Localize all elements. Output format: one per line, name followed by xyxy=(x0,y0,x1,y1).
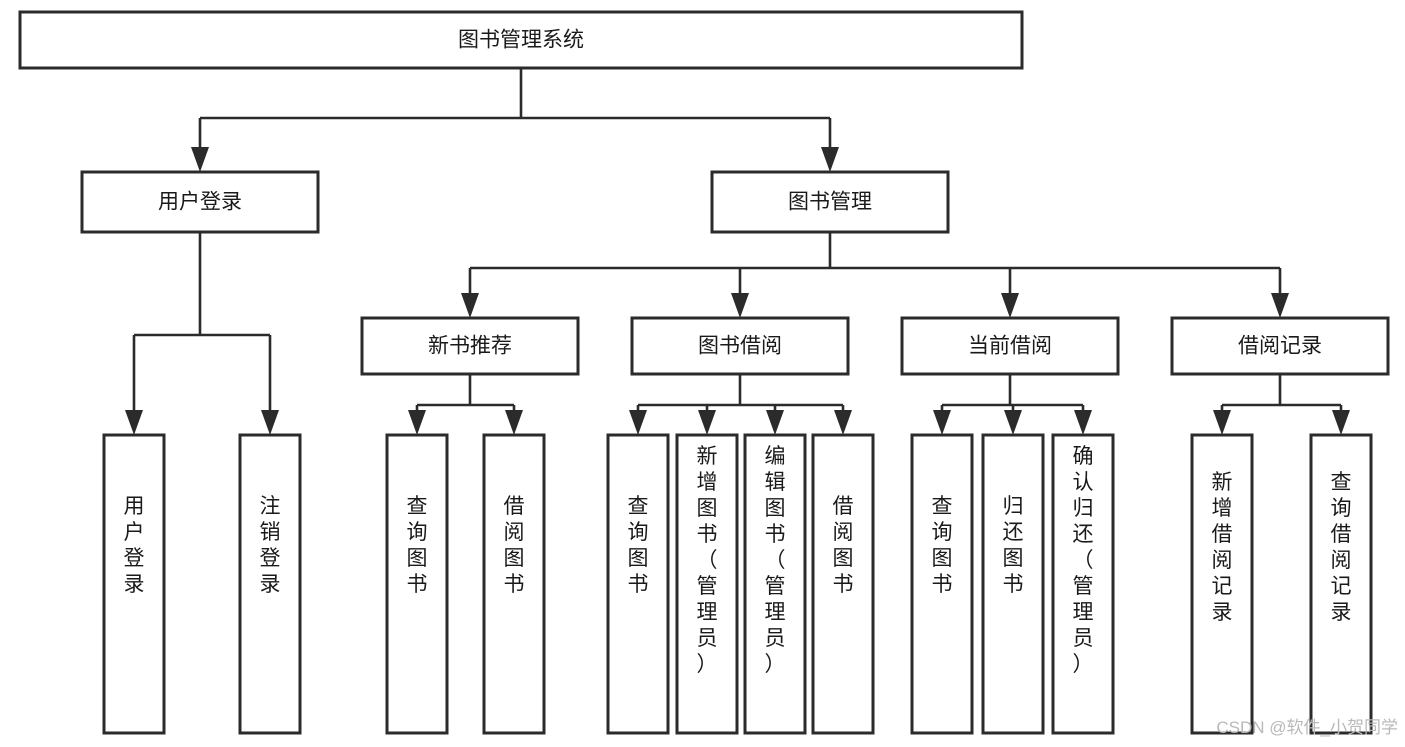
arrow-head-icon xyxy=(505,410,523,435)
arrow-head-icon xyxy=(1001,293,1019,318)
node-leaf-rec-add-box[interactable] xyxy=(1190,433,1254,735)
node-book-borrow-label: 图书借阅 xyxy=(698,335,782,358)
node-leaf-borrow-add-box[interactable] xyxy=(675,433,739,735)
node-book-manage-box[interactable] xyxy=(710,170,950,234)
arrow-head-icon xyxy=(731,293,749,318)
arrow-head-icon xyxy=(261,410,279,435)
node-leaf-borrow-do[interactable]: 借阅图书 xyxy=(811,433,875,735)
arrow-head-icon xyxy=(191,147,209,172)
connector-new-book-rec-to-leaves xyxy=(408,374,523,435)
node-leaf-borrow-query-box[interactable] xyxy=(606,433,670,735)
node-leaf-user-login-label: 用户登录 xyxy=(124,495,145,596)
node-user-login-box[interactable] xyxy=(80,170,320,234)
node-leaf-rec-borrow[interactable]: 借阅图书 xyxy=(482,433,546,735)
node-leaf-borrow-edit-label: 编辑图书（管理员） xyxy=(765,445,786,676)
node-book-manage-label: 图书管理 xyxy=(788,191,872,214)
node-leaf-borrow-add-label: 新增图书（管理员） xyxy=(697,445,718,676)
node-new-book-rec-box[interactable] xyxy=(360,316,580,376)
node-leaf-cur-confirm[interactable]: 确认归还（管理员） xyxy=(1051,433,1115,735)
node-new-book-rec-label: 新书推荐 xyxy=(428,335,512,358)
node-leaf-rec-add[interactable]: 新增借阅记录 xyxy=(1190,433,1254,735)
arrow-head-icon xyxy=(1004,410,1022,435)
node-user-login-label: 用户登录 xyxy=(158,191,242,214)
node-root-box[interactable] xyxy=(18,10,1024,70)
arrow-head-icon xyxy=(834,410,852,435)
node-new-book-rec[interactable]: 新书推荐 xyxy=(360,316,580,376)
node-leaf-rec-search-box[interactable] xyxy=(1309,433,1373,735)
node-root[interactable]: 图书管理系统 xyxy=(18,10,1024,70)
node-leaf-rec-query-label: 查询图书 xyxy=(407,495,428,596)
arrow-head-icon xyxy=(1271,293,1289,318)
connector-user-login-to-leaves xyxy=(125,232,279,435)
node-leaf-cur-query-label: 查询图书 xyxy=(932,495,953,596)
node-leaf-rec-add-label: 新增借阅记录 xyxy=(1212,471,1233,624)
node-leaf-borrow-edit-box[interactable] xyxy=(743,433,807,735)
node-leaf-cur-confirm-label: 确认归还（管理员） xyxy=(1073,445,1094,676)
node-leaf-logout-label: 注销登录 xyxy=(260,495,281,596)
node-current-borrow-label: 当前借阅 xyxy=(968,335,1052,358)
arrow-head-icon xyxy=(408,410,426,435)
connector-layer xyxy=(125,68,1350,435)
csdn-watermark: CSDN @软件_小贺同学 xyxy=(1216,718,1398,737)
node-leaf-rec-query[interactable]: 查询图书 xyxy=(385,433,449,735)
node-leaf-cur-query[interactable]: 查询图书 xyxy=(910,433,974,735)
connector-book-borrow-to-leaves xyxy=(629,374,852,435)
arrow-head-icon xyxy=(698,410,716,435)
node-borrow-record-label: 借阅记录 xyxy=(1238,335,1322,358)
node-borrow-record-box[interactable] xyxy=(1170,316,1390,376)
node-leaf-rec-query-box[interactable] xyxy=(385,433,449,735)
node-borrow-record[interactable]: 借阅记录 xyxy=(1170,316,1390,376)
node-leaf-cur-return-label: 归还图书 xyxy=(1003,495,1024,596)
arrow-head-icon xyxy=(629,410,647,435)
node-leaf-cur-return-box[interactable] xyxy=(981,433,1045,735)
node-root-label: 图书管理系统 xyxy=(458,29,584,52)
arrow-head-icon xyxy=(1332,410,1350,435)
arrow-head-icon xyxy=(766,410,784,435)
connector-current-borrow-to-leaves xyxy=(933,374,1092,435)
node-book-borrow[interactable]: 图书借阅 xyxy=(630,316,850,376)
node-leaf-rec-borrow-label: 借阅图书 xyxy=(504,495,525,596)
arrow-head-icon xyxy=(125,410,143,435)
node-leaf-logout-box[interactable] xyxy=(238,433,302,735)
arrow-head-icon xyxy=(461,293,479,318)
arrow-head-icon xyxy=(1213,410,1231,435)
node-leaf-borrow-do-box[interactable] xyxy=(811,433,875,735)
node-user-login[interactable]: 用户登录 xyxy=(80,170,320,234)
node-leaf-rec-borrow-box[interactable] xyxy=(482,433,546,735)
arrow-head-icon xyxy=(1074,410,1092,435)
node-leaf-borrow-do-label: 借阅图书 xyxy=(833,495,854,596)
connector-borrow-record-to-leaves xyxy=(1213,374,1350,435)
node-book-borrow-box[interactable] xyxy=(630,316,850,376)
arrow-head-icon xyxy=(821,147,839,172)
node-leaf-cur-query-box[interactable] xyxy=(910,433,974,735)
node-leaf-borrow-edit[interactable]: 编辑图书（管理员） xyxy=(743,433,807,735)
node-leaf-cur-return[interactable]: 归还图书 xyxy=(981,433,1045,735)
node-leaf-borrow-query-label: 查询图书 xyxy=(628,495,649,596)
node-current-borrow-box[interactable] xyxy=(900,316,1120,376)
node-leaf-rec-search[interactable]: 查询借阅记录 xyxy=(1309,433,1373,735)
arrow-head-icon xyxy=(933,410,951,435)
node-leaf-cur-confirm-box[interactable] xyxy=(1051,433,1115,735)
node-current-borrow[interactable]: 当前借阅 xyxy=(900,316,1120,376)
node-book-manage[interactable]: 图书管理 xyxy=(710,170,950,234)
node-leaf-borrow-add[interactable]: 新增图书（管理员） xyxy=(675,433,739,735)
node-leaf-borrow-query[interactable]: 查询图书 xyxy=(606,433,670,735)
node-leaf-user-login-box[interactable] xyxy=(102,433,166,735)
connector-book-manage-to-level3 xyxy=(461,232,1289,318)
node-leaf-logout[interactable]: 注销登录 xyxy=(238,433,302,735)
node-leaf-user-login[interactable]: 用户登录 xyxy=(102,433,166,735)
connector-root-to-level2 xyxy=(191,68,839,172)
node-leaf-rec-search-label: 查询借阅记录 xyxy=(1331,471,1352,624)
